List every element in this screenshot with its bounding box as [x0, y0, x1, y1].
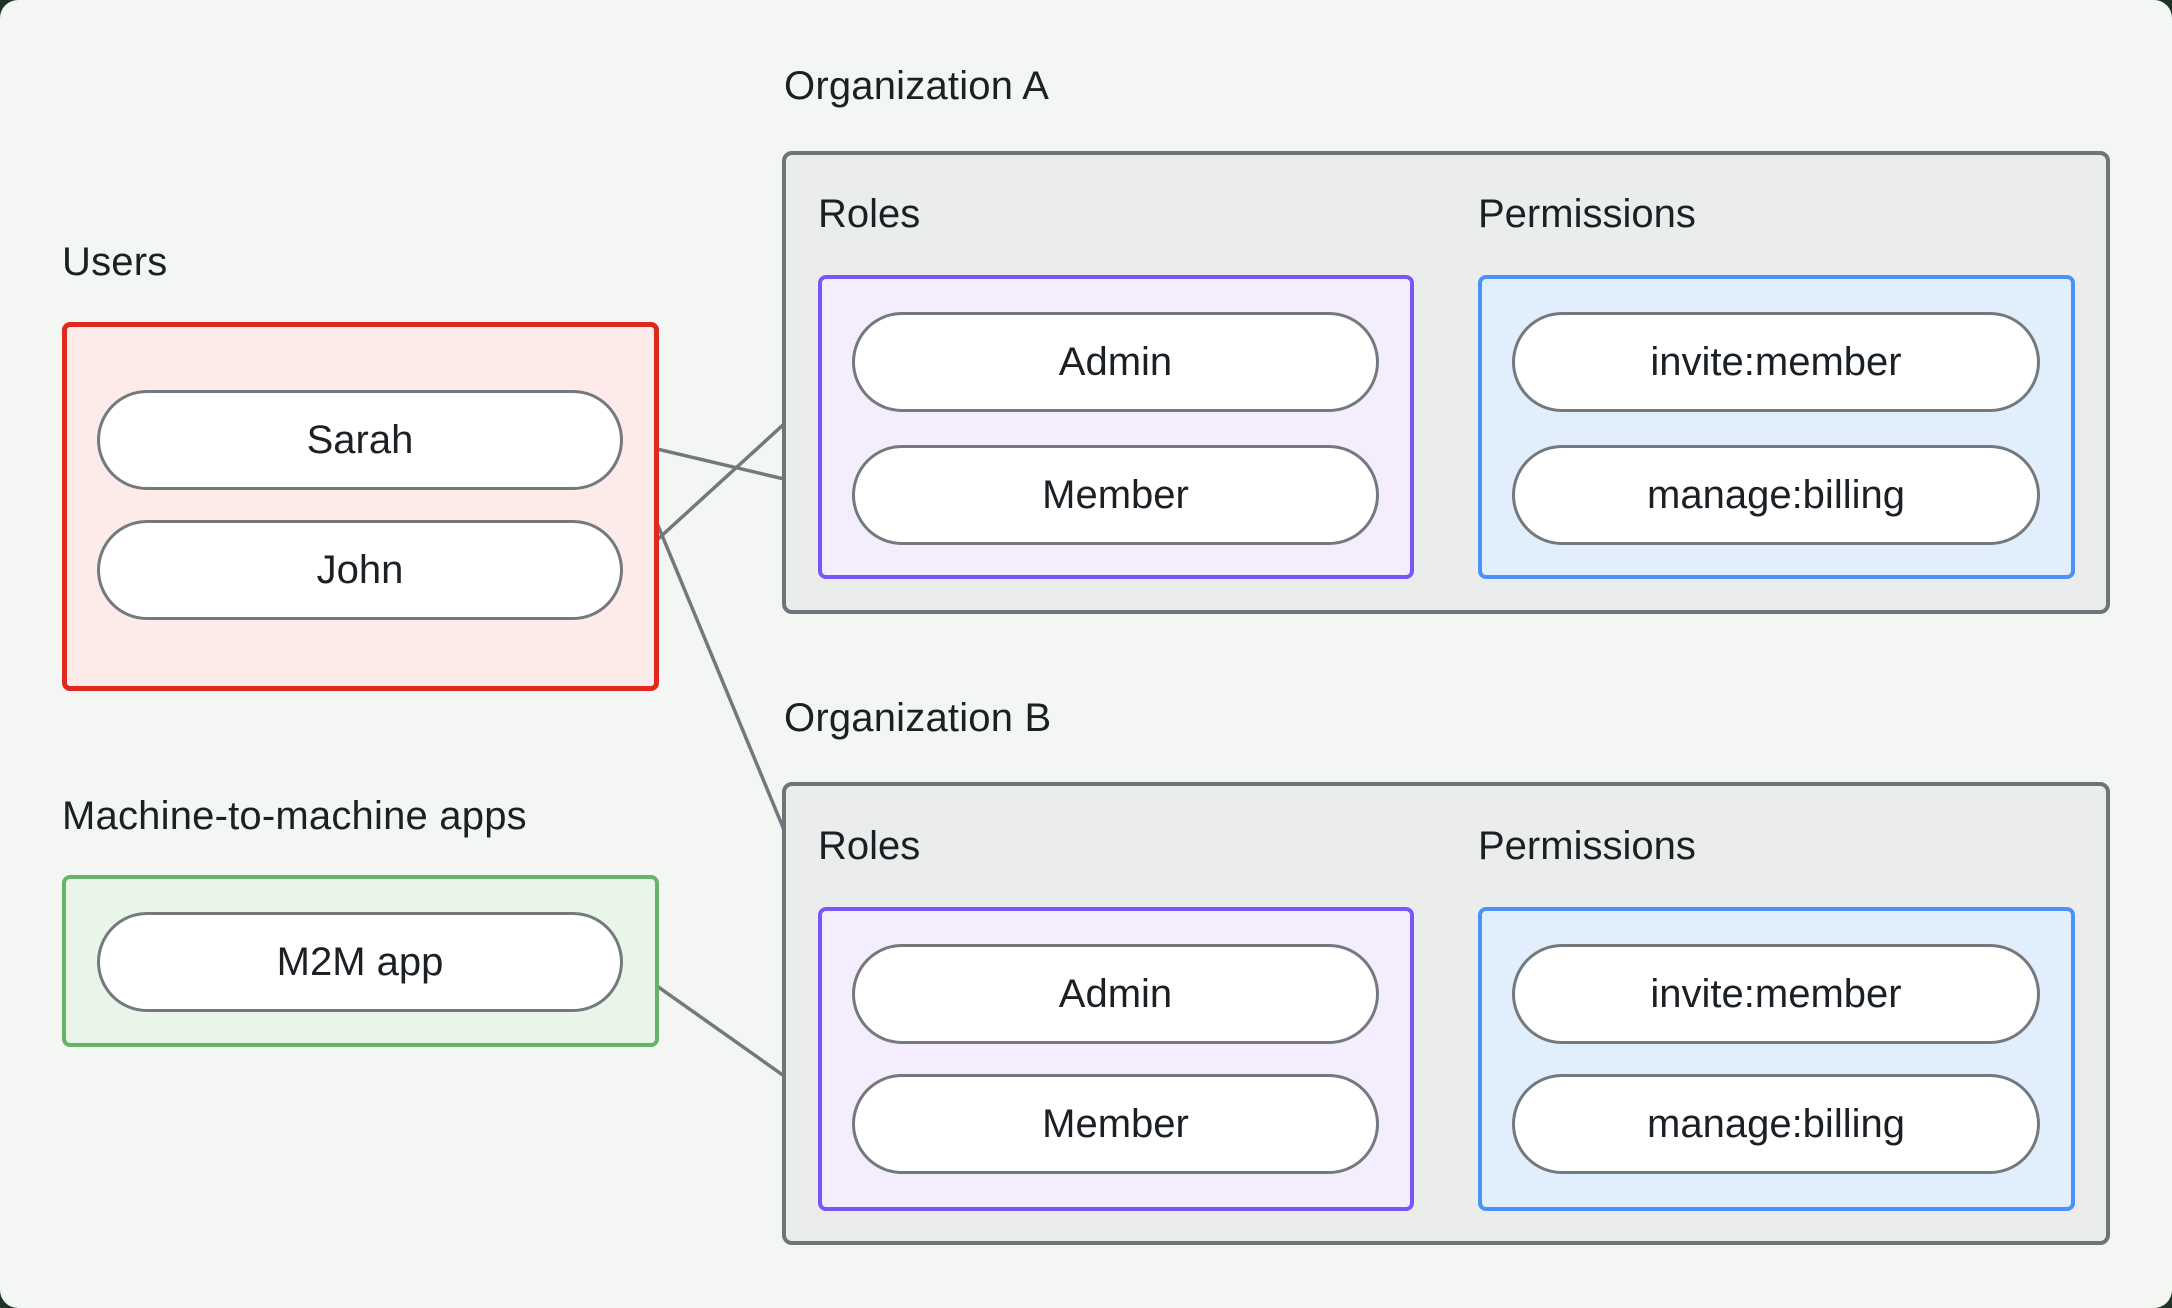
users-group-label: Users [62, 240, 168, 284]
org-b-permissions-label: Permissions [1478, 824, 1696, 868]
org-b-label: Organization B [784, 696, 1052, 740]
org-b-permission-invite-member: invite:member [1512, 944, 2040, 1044]
org-a-role-admin: Admin [852, 312, 1379, 412]
org-a-label: Organization A [784, 64, 1050, 108]
org-b-role-admin: Admin [852, 944, 1379, 1044]
org-b-roles-label: Roles [818, 824, 921, 868]
org-a-permissions-label: Permissions [1478, 192, 1696, 236]
org-a-role-member: Member [852, 445, 1379, 545]
user-node-sarah: Sarah [97, 390, 623, 490]
user-node-john: John [97, 520, 623, 620]
org-b-role-member: Member [852, 1074, 1379, 1174]
m2m-group-label: Machine-to-machine apps [62, 794, 527, 838]
org-a-permission-invite-member: invite:member [1512, 312, 2040, 412]
org-b-permission-manage-billing: manage:billing [1512, 1074, 2040, 1174]
users-group-box [62, 322, 659, 691]
org-a-roles-label: Roles [818, 192, 921, 236]
org-a-permission-manage-billing: manage:billing [1512, 445, 2040, 545]
m2m-app-node: M2M app [97, 912, 623, 1012]
